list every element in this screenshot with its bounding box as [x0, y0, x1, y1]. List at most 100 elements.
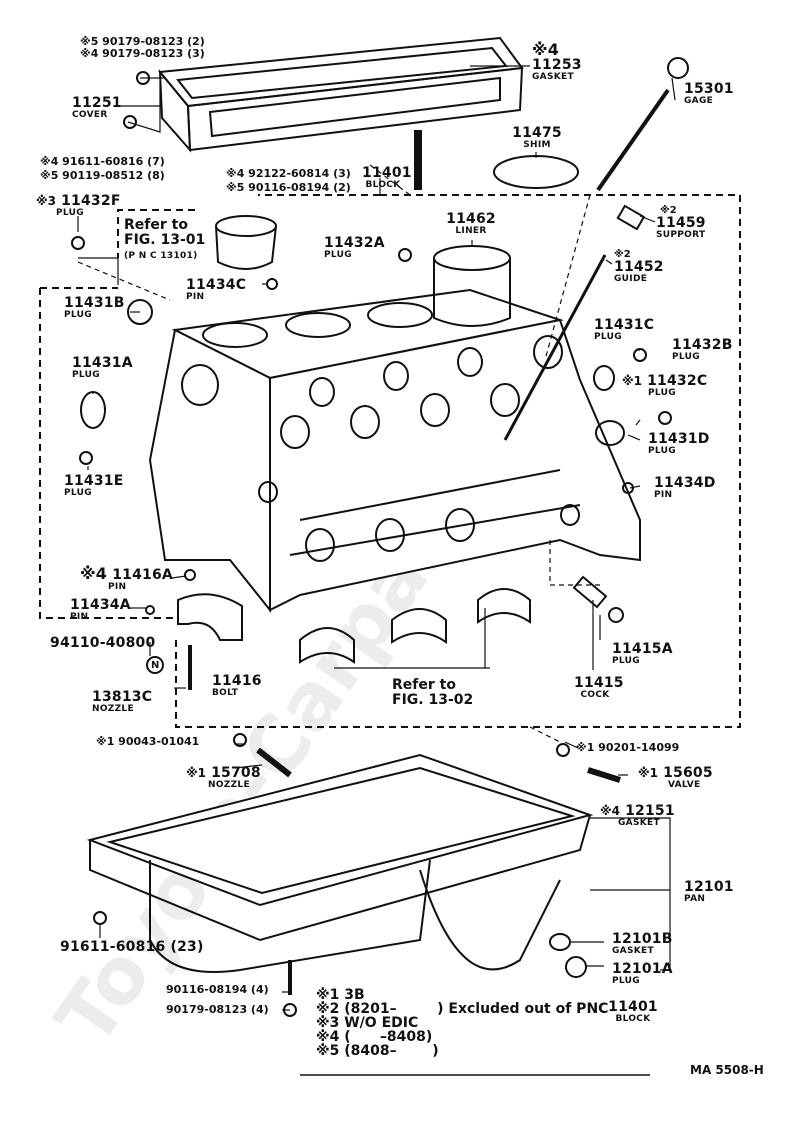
label-11431D: 11431D PLUG: [648, 432, 710, 456]
label-11415-name: COCK: [580, 690, 610, 700]
label-11434D-number: 11434D: [654, 475, 716, 491]
label-13813C-number: 13813C: [92, 689, 153, 705]
label-11415A-number: 11415A: [612, 641, 673, 657]
bearing-caps-drawing: [177, 588, 531, 664]
label-90179-qty3: ※4 90179-08123 (3): [80, 47, 205, 60]
label-11434A-number: 11434A: [70, 597, 131, 613]
label-11431E-number: 11431E: [64, 473, 124, 489]
label-11434A: 11434A PIN: [70, 598, 131, 622]
label-12101: 12101 PAN: [684, 880, 734, 904]
label-12151-number: 12151: [625, 803, 675, 819]
label-12101A: 12101A PLUG: [612, 962, 673, 986]
label-11432F-number: 11432F: [61, 193, 121, 209]
label-91611-qty7: ※4 91611-60816 (7): [40, 155, 165, 168]
label-12151-name: GASKET: [618, 818, 660, 828]
label-12101-name: PAN: [684, 894, 706, 904]
label-11432B: 11432B PLUG: [672, 338, 733, 362]
label-11432B-number: 11432B: [672, 337, 733, 353]
label-12101B: 12101B GASKET: [612, 932, 673, 956]
label-90116-qty2: ※5 90116-08194 (2): [226, 181, 351, 194]
footnote-1-text: 3B: [344, 987, 365, 1003]
footnote-5: ※5 (8408–): [316, 1043, 439, 1059]
label-12101B-name: GASKET: [612, 946, 654, 956]
footnote-3-mark: ※3: [316, 1015, 340, 1031]
footnotes: ※1 3B ※2 (8201– ) Excluded out of PNC ※3…: [316, 988, 608, 1058]
cover-drawing: [158, 36, 524, 153]
shim-drawing: [493, 155, 579, 189]
label-94110: 94110-40800: [50, 635, 156, 651]
label-90179-qty2: ※5 90179-08123 (2): [80, 35, 205, 48]
label-11431D-number: 11431D: [648, 431, 710, 447]
footnote-2: ※2 (8201– ) Excluded out of PNC: [316, 1002, 608, 1016]
footer-pnc: 11401 BLOCK: [608, 1000, 658, 1024]
block-boundary: [39, 194, 741, 728]
label-11431A: 11431A PLUG: [72, 356, 133, 380]
label-12101A-name: PLUG: [612, 976, 640, 986]
reference-fig-13-02: Refer to FIG. 13-02: [392, 678, 473, 708]
label-90043: ※1 90043-01041: [96, 735, 200, 748]
label-11462-name: LINER: [455, 226, 487, 236]
label-11434D: 11434D PIN: [654, 476, 716, 500]
label-11432F: ※3 11432F PLUG: [36, 192, 121, 218]
label-15605-number: 15605: [663, 765, 713, 781]
label-13813C-name: NOZZLE: [92, 704, 134, 714]
engine-block-drawing: [148, 288, 641, 613]
label-90179-qty4: 90179-08123 (4): [166, 1003, 269, 1016]
label-11434C-number: 11434C: [186, 277, 247, 293]
footnote-2-text: (8201–: [344, 1001, 397, 1017]
reference-fig-13-01-pnc: (P N C 13101): [124, 251, 198, 261]
label-11251-number: 11251: [72, 95, 122, 111]
piston-drawing: [215, 215, 277, 270]
label-11253: ※4 11253 GASKET: [532, 42, 582, 82]
label-90116-qty4: 90116-08194 (4): [166, 983, 269, 996]
reference-fig-13-01: Refer to FIG. 13-01 (P N C 13101): [124, 218, 205, 264]
label-15605-name: VALVE: [668, 780, 701, 790]
label-11432C: ※1 11432C PLUG: [622, 372, 707, 398]
label-15708-mark: ※1: [186, 766, 207, 780]
guide-drawing: [503, 254, 607, 441]
fasteners-drawing: [71, 71, 672, 1017]
label-11431D-name: PLUG: [648, 446, 676, 456]
label-12101B-number: 12101B: [612, 931, 673, 947]
footnote-1: ※1 3B: [316, 988, 608, 1002]
label-11434C-name: PIN: [186, 292, 205, 302]
label-92122: ※4 92122-60814 (3): [226, 167, 351, 180]
label-11452-number: 11452: [614, 259, 664, 275]
footnote-2-mark: ※2: [316, 1001, 340, 1017]
footnote-4: ※4 ( –8408): [316, 1030, 608, 1044]
label-11431C: 11431C PLUG: [594, 318, 654, 342]
label-15605-mark: ※1: [638, 766, 659, 780]
label-12101-number: 12101: [684, 879, 734, 895]
label-13813C: 13813C NOZZLE: [92, 690, 152, 714]
label-91611-qty23: 91611-60816 (23): [60, 939, 204, 955]
label-11452-name: GUIDE: [614, 274, 648, 284]
footer-pnc-number: 11401: [608, 999, 658, 1015]
label-90119: ※5 90119-08512 (8): [40, 169, 165, 182]
label-11416A: ※4 11416A PIN: [80, 566, 173, 592]
label-11431B: 11431B PLUG: [64, 296, 125, 320]
label-11253-name: GASKET: [532, 72, 574, 82]
label-94110-mark: N: [151, 660, 160, 671]
label-11251-name: COVER: [72, 110, 108, 120]
label-11432C-number: 11432C: [647, 373, 708, 389]
gage-drawing: [596, 57, 689, 192]
label-11416: 11416 BOLT: [212, 674, 262, 698]
label-11415A-name: PLUG: [612, 656, 640, 666]
label-15708-number: 15708: [211, 765, 261, 781]
footer-pnc-name: BLOCK: [615, 1014, 651, 1024]
label-11416-name: BOLT: [212, 688, 239, 698]
label-11432C-mark: ※1: [622, 374, 643, 388]
label-15605: ※1 15605 VALVE: [638, 764, 713, 790]
label-11431E: 11431E PLUG: [64, 474, 123, 498]
label-11431B-name: PLUG: [64, 310, 92, 320]
label-11459-mark: ※2: [660, 205, 677, 216]
label-11432F-mark: ※3: [36, 194, 57, 208]
label-11431C-number: 11431C: [594, 317, 655, 333]
label-11415: 11415 COCK: [574, 676, 624, 700]
label-11452-mark: ※2: [614, 249, 631, 260]
reference-fig-13-01-line1: Refer to: [124, 217, 188, 233]
footnote-excluded-text: ) Excluded out of PNC: [437, 1001, 609, 1017]
footnote-3: ※3 W/O EDIC: [316, 1016, 608, 1030]
label-11416A-number: 11416A: [112, 567, 173, 583]
